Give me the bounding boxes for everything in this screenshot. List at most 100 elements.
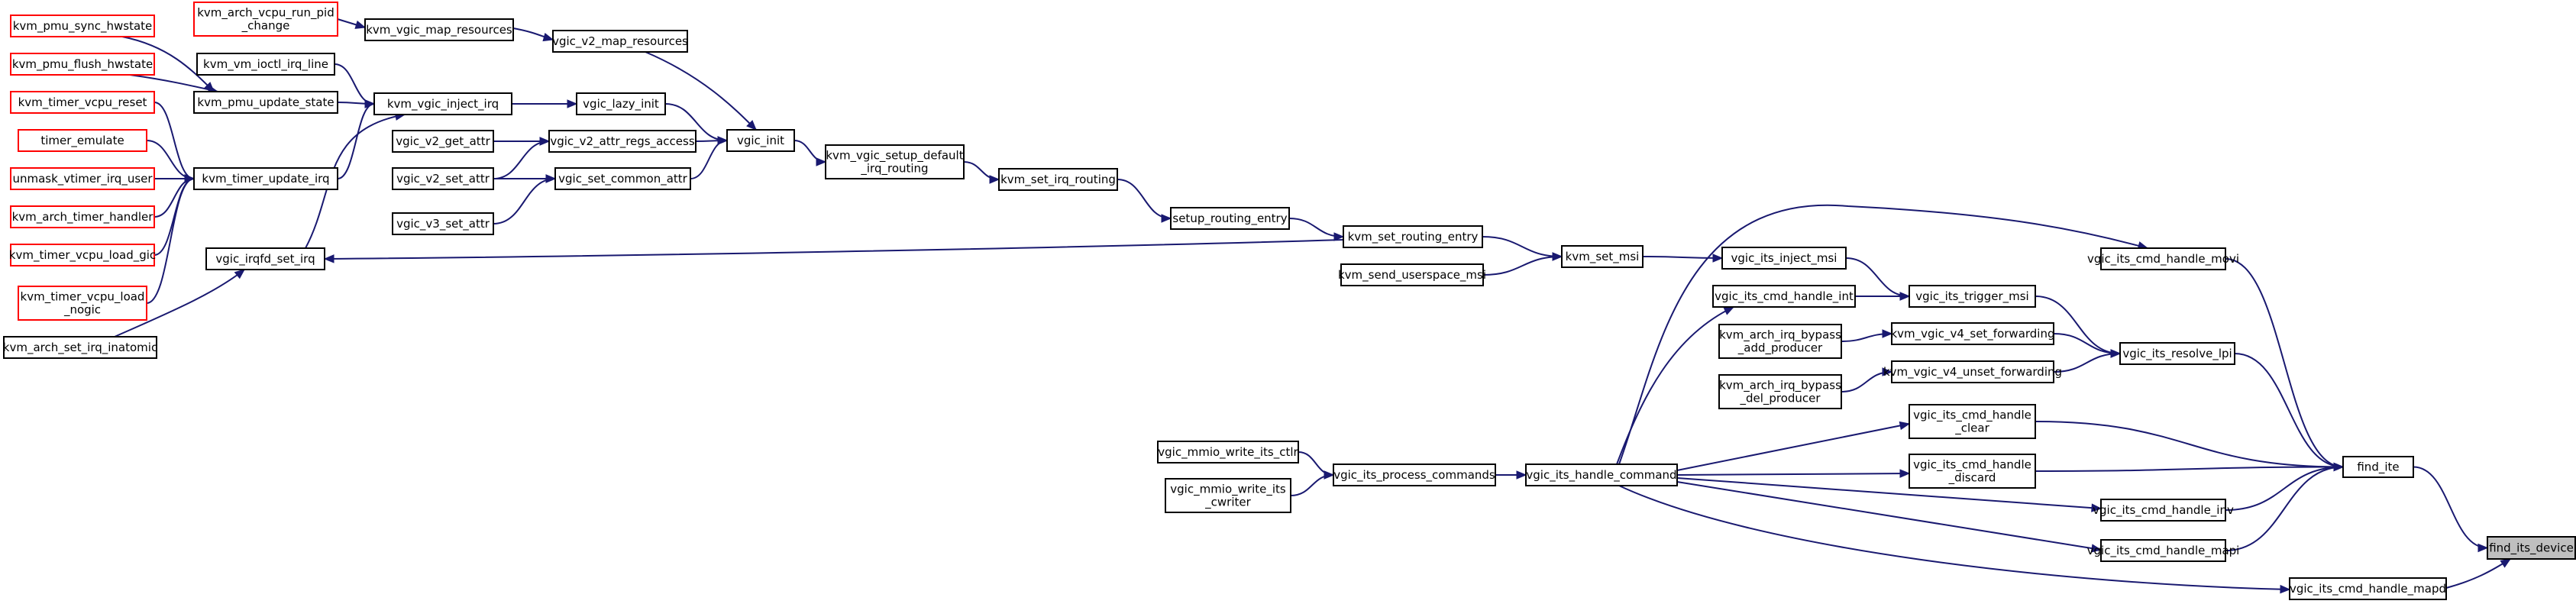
node-kvm-vgic-v4-set-forwarding[interactable]: kvm_vgic_v4_set_forwarding <box>1890 322 2055 345</box>
node-label: kvm_timer_vcpu_load_gic <box>9 248 156 263</box>
node-label: vgic_its_cmd_handle_movi <box>2087 252 2239 266</box>
node-find-ite[interactable]: find_ite <box>2342 456 2414 478</box>
node-kvm-arch-irq-bypass-add-producer[interactable]: kvm_arch_irq_bypass_add_producer <box>1718 324 1842 359</box>
node-vgic-its-cmd-handle-mapd[interactable]: vgic_its_cmd_handle_mapd <box>2289 577 2447 600</box>
node-label: vgic_irqfd_set_irq <box>215 252 315 266</box>
node-label: vgic_its_process_commands <box>1333 468 1495 483</box>
node-kvm-pmu-flush-hwstate[interactable]: kvm_pmu_flush_hwstate <box>10 53 155 76</box>
node-vgic-its-cmd-handle-int[interactable]: vgic_its_cmd_handle_int <box>1712 285 1856 308</box>
node-label: vgic_v2_map_resources <box>552 34 688 49</box>
node-label: _del_producer <box>1739 392 1821 406</box>
edge-line <box>793 140 826 163</box>
edge-arrowhead <box>1899 469 1911 478</box>
edge-line <box>1676 481 2102 551</box>
edge-line <box>2035 466 2344 472</box>
node-vgic-v2-set-attr[interactable]: vgic_v2_set_attr <box>392 167 494 190</box>
node-label: kvm_timer_update_irq <box>202 172 329 186</box>
edge-n15-to-n10 <box>1841 329 1893 342</box>
node-box <box>726 129 795 152</box>
node-vgic-v2-map-resources[interactable]: vgic_v2_map_resources <box>552 30 688 53</box>
node-kvm-pmu-update-state[interactable]: kvm_pmu_update_state <box>193 91 338 114</box>
node-box <box>193 2 338 37</box>
node-kvm-vgic-v4-unset-forwarding[interactable]: kvm_vgic_v4_unset_forwarding <box>1883 360 2062 383</box>
node-label: kvm_pmu_flush_hwstate <box>12 57 153 72</box>
edge-n4-to-n1 <box>2234 353 2345 472</box>
node-label: find_ite <box>2357 460 2399 475</box>
edge-n2-to-n0 <box>2445 558 2512 589</box>
node-label: find_its_device <box>2489 541 2574 556</box>
node-label: kvm_vm_ioctl_irq_line <box>203 57 328 72</box>
edge-line <box>2413 466 2488 549</box>
node-vgic-lazy-init[interactable]: vgic_lazy_init <box>576 92 666 115</box>
node-vgic-irqfd-set-irq[interactable]: vgic_irqfd_set_irq <box>205 247 325 270</box>
node-setup-routing-entry[interactable]: setup_routing_entry <box>1170 207 1290 230</box>
node-kvm-timer-vcpu-load-gic[interactable]: kvm_timer_vcpu_load_gic <box>9 244 156 266</box>
node-kvm-vgic-setup-default-irq-routing[interactable]: kvm_vgic_setup_default_irq_routing <box>825 144 965 179</box>
edge-n12-to-n5 <box>1676 477 2102 512</box>
node-label: _change <box>241 19 290 34</box>
node-box <box>1891 360 2054 383</box>
node-kvm-arch-vcpu-run-pid-change[interactable]: kvm_arch_vcpu_run_pid_change <box>193 2 338 37</box>
node-find-its-device[interactable]: find_its_device <box>2487 536 2576 560</box>
node-timer-emulate[interactable]: timer_emulate <box>18 129 147 152</box>
edge-n33-to-n27 <box>690 136 729 179</box>
edge-line <box>2053 353 2121 373</box>
node-vgic-its-cmd-handle-discard[interactable]: vgic_its_cmd_handle_discard <box>1909 454 2036 489</box>
node-label: kvm_vgic_v4_unset_forwarding <box>1883 365 2062 380</box>
node-label: vgic_its_cmd_handle <box>1913 458 2031 473</box>
node-kvm-send-userspace-msi[interactable]: kvm_send_userspace_msi <box>1338 263 1486 286</box>
node-label: vgic_its_handle_command <box>1526 468 1676 483</box>
edge-n6-to-n1 <box>2225 462 2345 551</box>
edge-line <box>1482 256 1563 276</box>
edge-n24-to-n21 <box>1288 218 1345 241</box>
edge-arrowhead <box>1712 254 1724 263</box>
node-vgic-its-process-commands[interactable]: vgic_its_process_commands <box>1333 463 1496 486</box>
edge-n22-to-n18 <box>1482 252 1563 276</box>
node-kvm-arch-irq-bypass-del-producer[interactable]: kvm_arch_irq_bypass_del_producer <box>1718 374 1842 409</box>
edge-arrowhead <box>2110 349 2122 358</box>
node-box <box>392 130 494 153</box>
node-kvm-set-msi[interactable]: kvm_set_msi <box>1561 245 1644 268</box>
node-kvm-vgic-inject-irq[interactable]: kvm_vgic_inject_irq <box>373 92 512 115</box>
node-kvm-vgic-map-resources[interactable]: kvm_vgic_map_resources <box>364 18 514 41</box>
edge-line <box>154 178 195 218</box>
node-box <box>18 129 147 152</box>
node-unmask-vtimer-irq-user[interactable]: unmask_vtimer_irq_user <box>10 167 155 190</box>
node-kvm-arch-set-irq-inatomic[interactable]: kvm_arch_set_irq_inatomic <box>3 336 157 359</box>
node-kvm-pmu-sync-hwstate[interactable]: kvm_pmu_sync_hwstate <box>10 15 155 37</box>
node-vgic-its-handle-command[interactable]: vgic_its_handle_command <box>1525 463 1678 486</box>
edge-arrowhead <box>2477 543 2489 553</box>
node-vgic-v2-get-attr[interactable]: vgic_v2_get_attr <box>392 130 494 153</box>
node-vgic-its-cmd-handle-mapi[interactable]: vgic_its_cmd_handle_mapi <box>2087 539 2240 562</box>
node-vgic-v3-set-attr[interactable]: vgic_v3_set_attr <box>392 212 494 235</box>
edge-arrowhead <box>567 99 578 108</box>
edge-arrowhead <box>1333 232 1345 241</box>
node-vgic-its-resolve-lpi[interactable]: vgic_its_resolve_lpi <box>2119 342 2235 365</box>
node-vgic-mmio-write-its-ctlr[interactable]: vgic_mmio_write_its_ctlr <box>1157 441 1299 463</box>
node-vgic-its-cmd-handle-inv[interactable]: vgic_its_cmd_handle_inv <box>2093 499 2234 522</box>
node-vgic-its-inject-msi[interactable]: vgic_its_inject_msi <box>1721 247 1847 270</box>
edge-line <box>2225 258 2344 468</box>
node-vgic-set-common-attr[interactable]: vgic_set_common_attr <box>554 167 691 190</box>
edge-n27-to-n26 <box>793 140 827 166</box>
edge-n41-to-n33 <box>493 174 557 224</box>
node-vgic-its-cmd-handle-clear[interactable]: vgic_its_cmd_handle_clear <box>1909 404 2036 439</box>
node-vgic-init[interactable]: vgic_init <box>726 129 795 152</box>
node-kvm-arch-timer-handler[interactable]: kvm_arch_timer_handler <box>10 205 155 228</box>
node-vgic-mmio-write-its-cwriter[interactable]: vgic_mmio_write_its_cwriter <box>1165 478 1291 513</box>
node-vgic-its-cmd-handle-movi[interactable]: vgic_its_cmd_handle_movi <box>2087 247 2239 270</box>
node-label: vgic_v2_attr_regs_access <box>550 134 694 149</box>
node-box <box>2342 456 2414 478</box>
node-kvm-set-irq-routing[interactable]: kvm_set_irq_routing <box>998 168 1118 191</box>
node-box <box>548 130 697 153</box>
node-kvm-timer-vcpu-reset[interactable]: kvm_timer_vcpu_reset <box>10 91 155 114</box>
node-vgic-v2-attr-regs-access[interactable]: vgic_v2_attr_regs_access <box>548 130 697 153</box>
edge-line <box>493 141 550 179</box>
node-kvm-timer-update-irq[interactable]: kvm_timer_update_irq <box>193 167 338 190</box>
edge-arrowhead <box>2090 544 2102 553</box>
node-vgic-its-trigger-msi[interactable]: vgic_its_trigger_msi <box>1909 285 2036 308</box>
node-kvm-timer-vcpu-load-nogic[interactable]: kvm_timer_vcpu_load_nogic <box>18 286 147 321</box>
node-kvm-set-routing-entry[interactable]: kvm_set_routing_entry <box>1343 225 1483 248</box>
node-kvm-vm-ioctl-irq-line[interactable]: kvm_vm_ioctl_irq_line <box>196 53 335 76</box>
